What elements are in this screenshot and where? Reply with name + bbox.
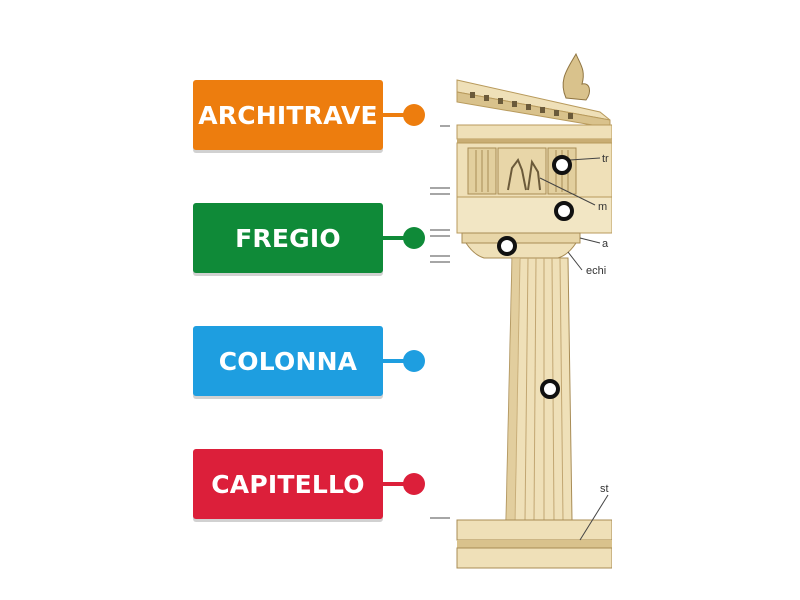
triglyph-left <box>467 147 497 195</box>
label-fregio[interactable]: FREGIO <box>193 203 383 273</box>
stylobate-top <box>456 519 613 541</box>
diagram-label-echi: echi <box>586 265 606 277</box>
leader-lines <box>539 157 609 541</box>
dentil-row <box>470 92 573 119</box>
acroterion-ornament <box>562 52 590 101</box>
architrave-connector <box>383 113 413 117</box>
label-architrave[interactable]: ARCHITRAVE <box>193 80 383 150</box>
capital-echinus <box>465 242 577 259</box>
diagram-label-a: a <box>602 238 609 250</box>
column-drawing: tr m a echi st <box>430 52 613 569</box>
capitello-drag-handle[interactable] <box>403 473 425 495</box>
label-colonna[interactable]: COLONNA <box>193 326 383 396</box>
drop-target-shaft[interactable] <box>540 379 560 399</box>
architrave-band <box>456 196 613 234</box>
capital-abacus <box>461 232 581 244</box>
colonna-connector <box>383 359 413 363</box>
drop-target-frieze[interactable] <box>554 201 574 221</box>
diagram-label-st: st <box>600 483 609 495</box>
cornice-shadow <box>457 139 612 143</box>
label-colonna-text: COLONNA <box>218 346 358 376</box>
drop-target-triglyph[interactable] <box>552 155 572 175</box>
fregio-connector <box>383 236 413 240</box>
doric-column-illustration: tr m a echi st <box>430 40 613 575</box>
metope-relief <box>497 147 547 195</box>
shaft-shadow <box>506 258 520 520</box>
cornice-band <box>456 124 613 140</box>
diagram-label-tr: tr <box>602 153 609 165</box>
label-architrave-text: ARCHITRAVE <box>198 100 378 130</box>
label-fregio-text: FREGIO <box>235 223 341 253</box>
left-tick-marks <box>430 125 450 519</box>
capitello-connector <box>383 482 413 486</box>
diagram-label-m: m <box>598 201 607 213</box>
stylobate-step-shadow <box>457 540 612 548</box>
fregio-drag-handle[interactable] <box>403 227 425 249</box>
drop-target-architrave[interactable] <box>497 236 517 256</box>
architrave-drag-handle[interactable] <box>403 104 425 126</box>
label-capitello[interactable]: CAPITELLO <box>193 449 383 519</box>
colonna-drag-handle[interactable] <box>403 350 425 372</box>
label-capitello-text: CAPITELLO <box>211 469 365 499</box>
stylobate-bottom <box>456 547 613 569</box>
